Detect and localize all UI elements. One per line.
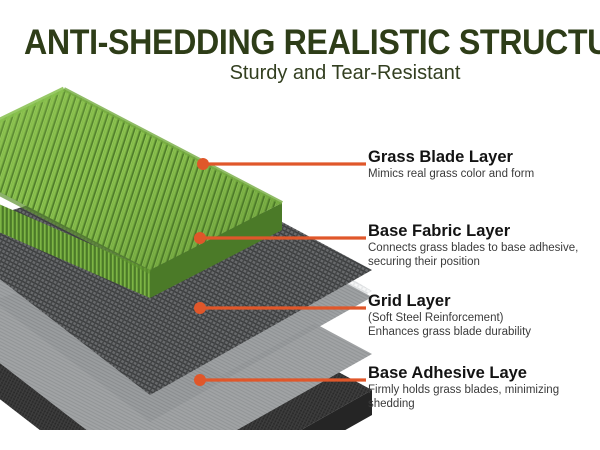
callout-desc-base-fabric-layer-line-1: Connects grass blades to base adhesive,	[368, 242, 579, 254]
callout-heading-grid-layer: Grid Layer	[368, 292, 451, 310]
callout-grid-layer: Grid Layer (Soft Steel Reinforcement) En…	[368, 292, 531, 339]
callout-heading-base-fabric-layer: Base Fabric Layer	[368, 222, 511, 240]
callout-base-fabric-layer: Base Fabric Layer Connects grass blades …	[368, 222, 578, 269]
callout-desc-base-fabric-layer-line-2: securing their position	[368, 255, 480, 268]
callout-desc-base-adhesive-layer-line-2: shedding	[368, 397, 415, 410]
callout-desc-grid-layer-line-2: Enhances grass blade durability	[368, 325, 532, 338]
layer-stack-illustration	[0, 85, 372, 430]
layer-grass-blade	[0, 86, 283, 298]
callout-heading-base-adhesive-layer: Base Adhesive Laye	[368, 364, 527, 382]
callout-grass-blade-layer: Grass Blade Layer Mimics real grass colo…	[368, 148, 534, 182]
callout-desc-base-adhesive-layer-line-1: Firmly holds grass blades, minimizing	[368, 384, 560, 396]
page-subtitle: Sturdy and Tear-Resistant	[229, 62, 461, 84]
callout-base-adhesive-layer: Base Adhesive Laye Firmly holds grass bl…	[368, 364, 559, 411]
callout-desc-grass-blade-layer-line-1: Mimics real grass color and form	[368, 168, 535, 180]
callout-desc-grid-layer-line-1: (Soft Steel Reinforcement)	[368, 312, 504, 324]
page-title: ANTI-SHEDDING REALISTIC STRUCTURE	[24, 23, 600, 62]
callout-heading-grass-blade-layer: Grass Blade Layer	[368, 148, 513, 166]
